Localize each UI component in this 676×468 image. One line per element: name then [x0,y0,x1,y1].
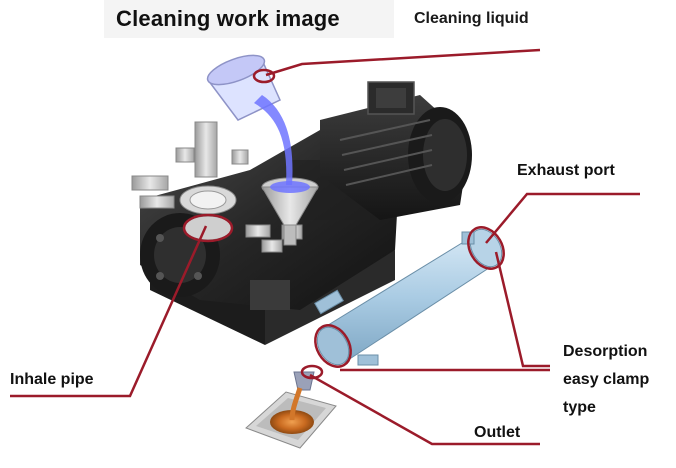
label-exhaust-port: Exhaust port [517,162,615,179]
label-desorption-line-3: type [563,399,596,416]
label-cleaning-liquid: Cleaning liquid [414,10,529,27]
title-backdrop [104,0,394,38]
leader-lines [10,48,640,446]
funnel [261,177,319,246]
label-outlet: Outlet [474,424,521,441]
leader-line-outlet [309,373,540,446]
label-desorption-line-1: Desorption [563,343,648,360]
page-title: Cleaning work image [116,6,340,31]
motor [320,81,472,220]
label-inhale-pipe: Inhale pipe [10,371,94,388]
drain-tray [245,387,337,449]
leader-line-cleaning-liquid [265,48,541,77]
leader-line-exhaust-port [485,192,640,244]
pouring-cup [206,54,293,185]
label-desorption-clamp: Desorption easy clamp type [563,338,673,422]
leader-endpoints [182,68,505,380]
leader-line-inhale-pipe [10,225,208,398]
label-desorption-line-2: easy clamp [563,371,650,388]
leader-line-desorption-top [494,251,550,368]
